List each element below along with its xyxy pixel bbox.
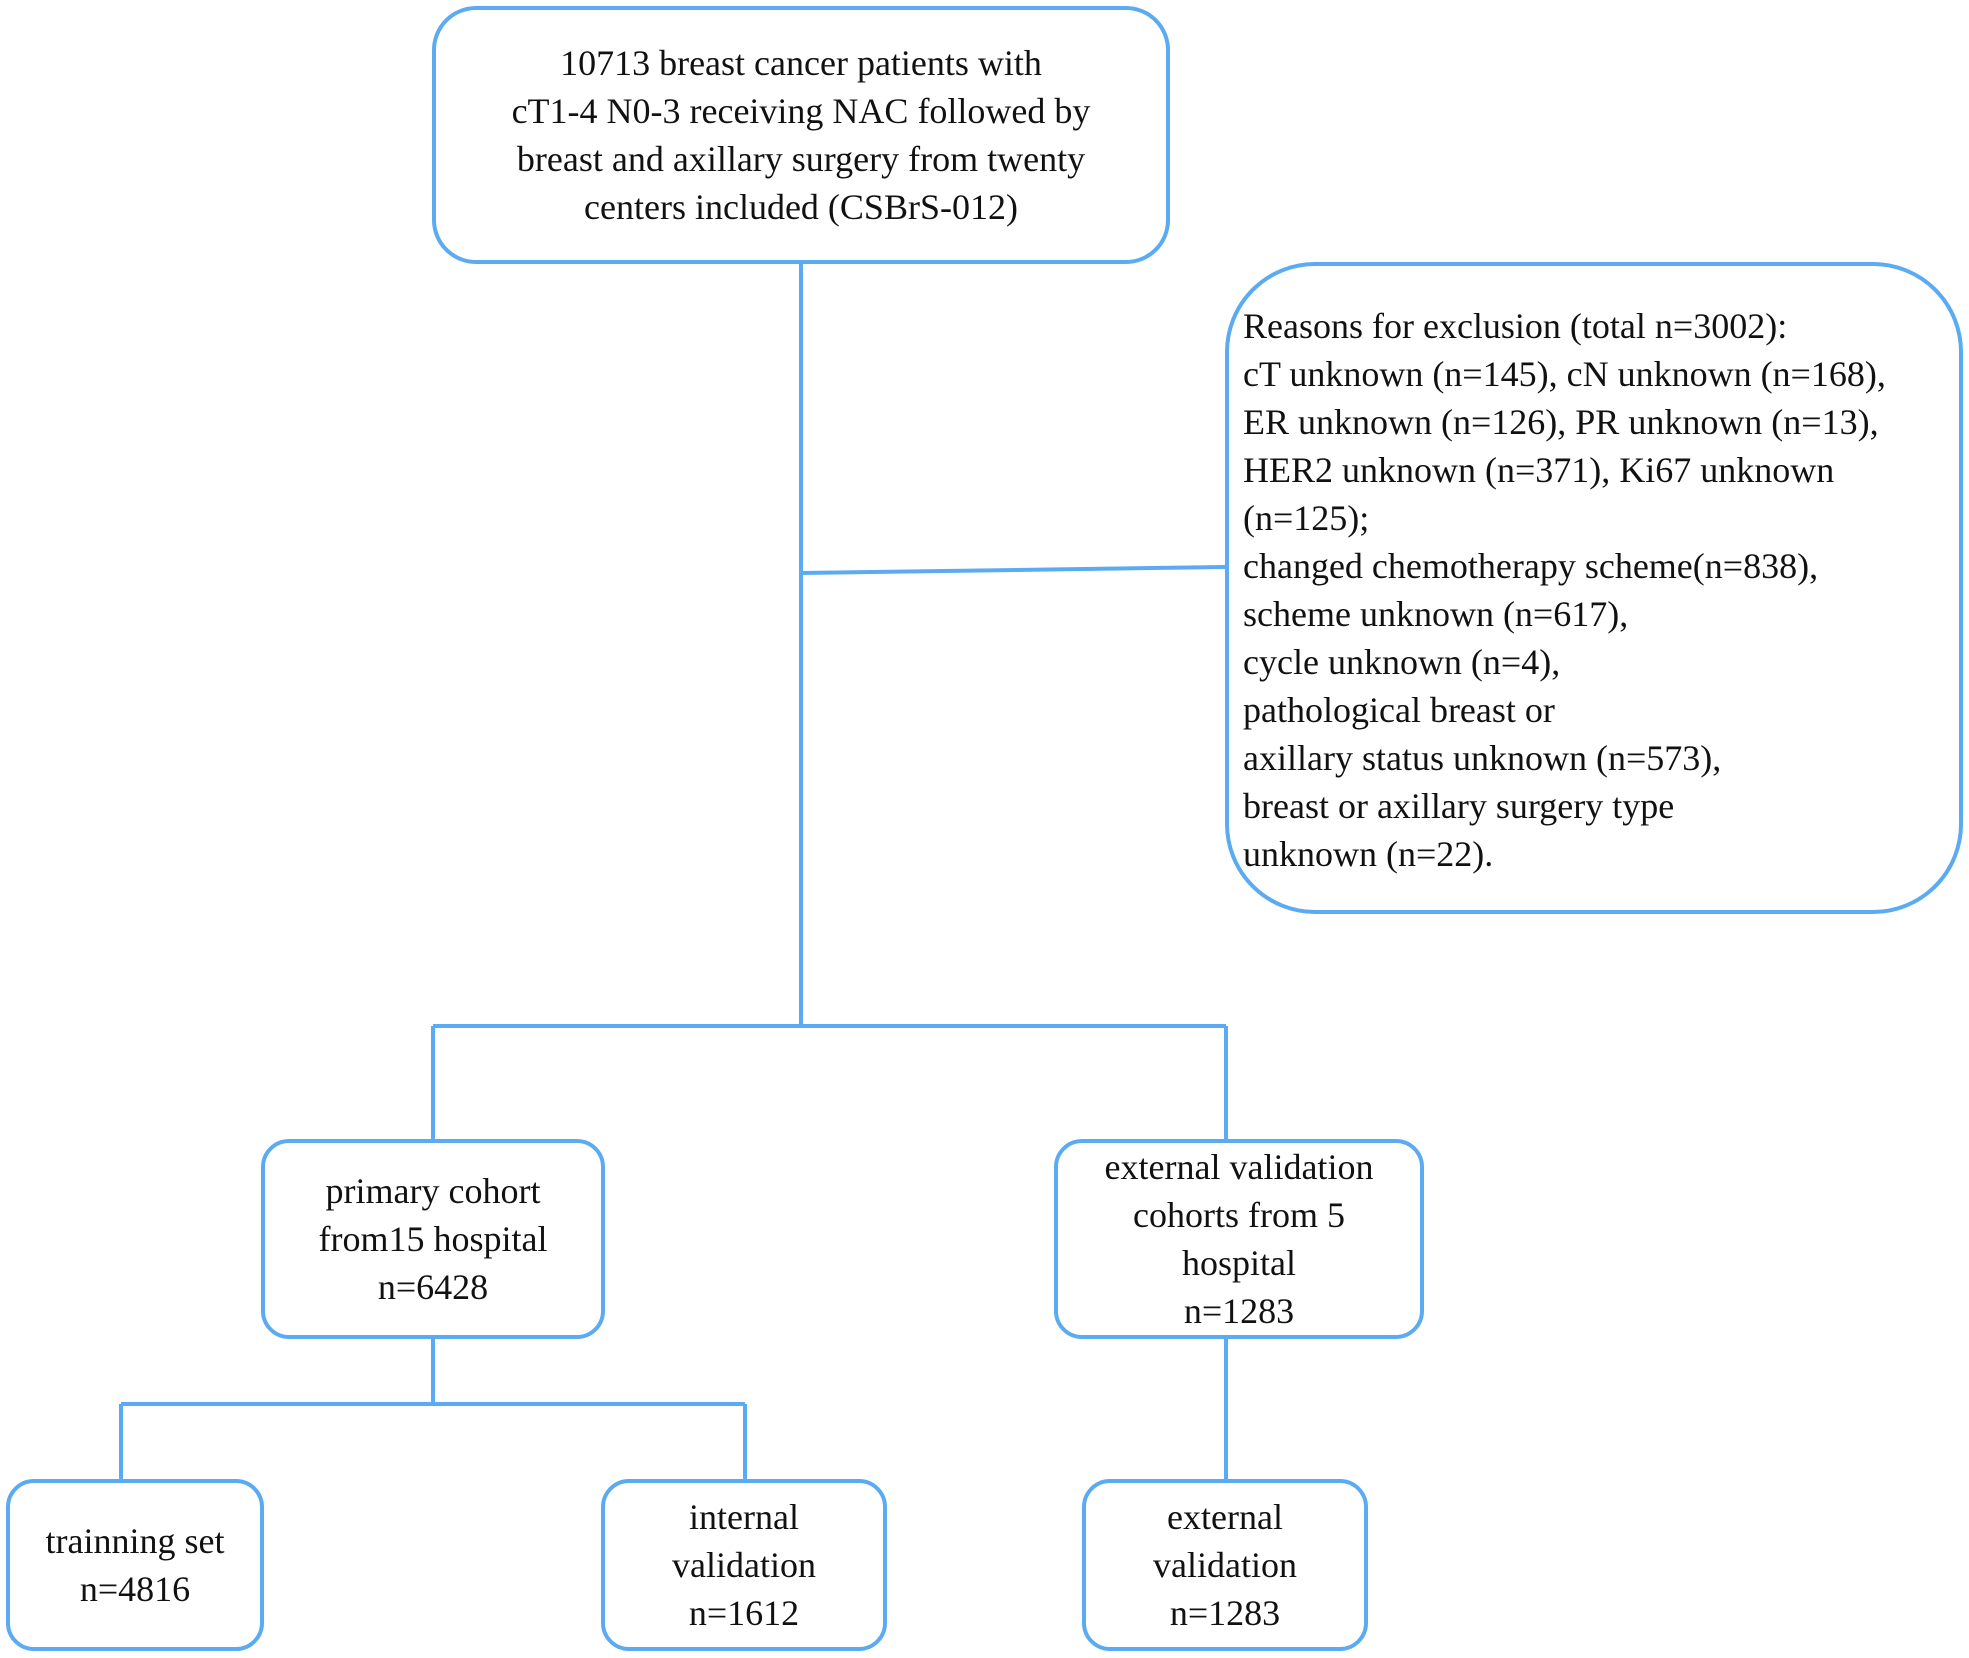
text-line: trainning set bbox=[45, 1521, 225, 1561]
box-total-patients: 10713 breast cancer patients with cT1-4 … bbox=[432, 6, 1170, 264]
text-line: Reasons for exclusion (total n=3002): bbox=[1243, 306, 1788, 346]
box-exclusion-reasons: Reasons for exclusion (total n=3002): cT… bbox=[1225, 262, 1963, 914]
connector-exclusion-branch bbox=[800, 565, 1226, 575]
text-line: external validation bbox=[1104, 1147, 1374, 1187]
text-line: centers included (CSBrS-012) bbox=[584, 187, 1018, 227]
text-line: scheme unknown (n=617), bbox=[1243, 594, 1629, 634]
text-line: unknown (n=22). bbox=[1243, 834, 1494, 874]
text-line: HER2 unknown (n=371), Ki67 unknown bbox=[1243, 450, 1835, 490]
box-internal-validation: internal validation n=1612 bbox=[601, 1479, 887, 1651]
text-line: breast and axillary surgery from twenty bbox=[516, 139, 1086, 179]
box-training-set: trainning set n=4816 bbox=[6, 1479, 264, 1651]
box-primary-cohort: primary cohort from15 hospital n=6428 bbox=[261, 1139, 605, 1339]
text-line: n=6428 bbox=[377, 1267, 489, 1307]
text-line: ER unknown (n=126), PR unknown (n=13), bbox=[1243, 402, 1879, 442]
text-line: n=1283 bbox=[1169, 1593, 1281, 1633]
box-external-validation: external validation n=1283 bbox=[1082, 1479, 1368, 1651]
text-line: n=1612 bbox=[688, 1593, 800, 1633]
text-line: cT unknown (n=145), cN unknown (n=168), bbox=[1243, 354, 1886, 394]
text-line: validation bbox=[672, 1545, 816, 1585]
text-line: changed chemotherapy scheme(n=838), bbox=[1243, 546, 1819, 586]
text-line: hospital bbox=[1182, 1243, 1296, 1283]
text-line: (n=125); bbox=[1243, 498, 1370, 538]
text-line: breast or axillary surgery type bbox=[1243, 786, 1675, 826]
text-line: external bbox=[1167, 1497, 1283, 1537]
text-line: from15 hospital bbox=[318, 1219, 548, 1259]
text-line: validation bbox=[1153, 1545, 1297, 1585]
text-line: internal bbox=[689, 1497, 799, 1537]
text-line: 10713 breast cancer patients with bbox=[560, 43, 1042, 83]
text-line: pathological breast or bbox=[1243, 690, 1555, 730]
text-line: n=1283 bbox=[1183, 1291, 1295, 1331]
text-line: n=4816 bbox=[79, 1569, 191, 1609]
box-external-validation-cohorts: external validation cohorts from 5 hospi… bbox=[1054, 1139, 1424, 1339]
text-line: primary cohort bbox=[325, 1171, 541, 1211]
text-line: cT1-4 N0-3 receiving NAC followed by bbox=[511, 91, 1091, 131]
text-line: cycle unknown (n=4), bbox=[1243, 642, 1561, 682]
text-line: cohorts from 5 bbox=[1133, 1195, 1345, 1235]
text-line: axillary status unknown (n=573), bbox=[1243, 738, 1722, 778]
